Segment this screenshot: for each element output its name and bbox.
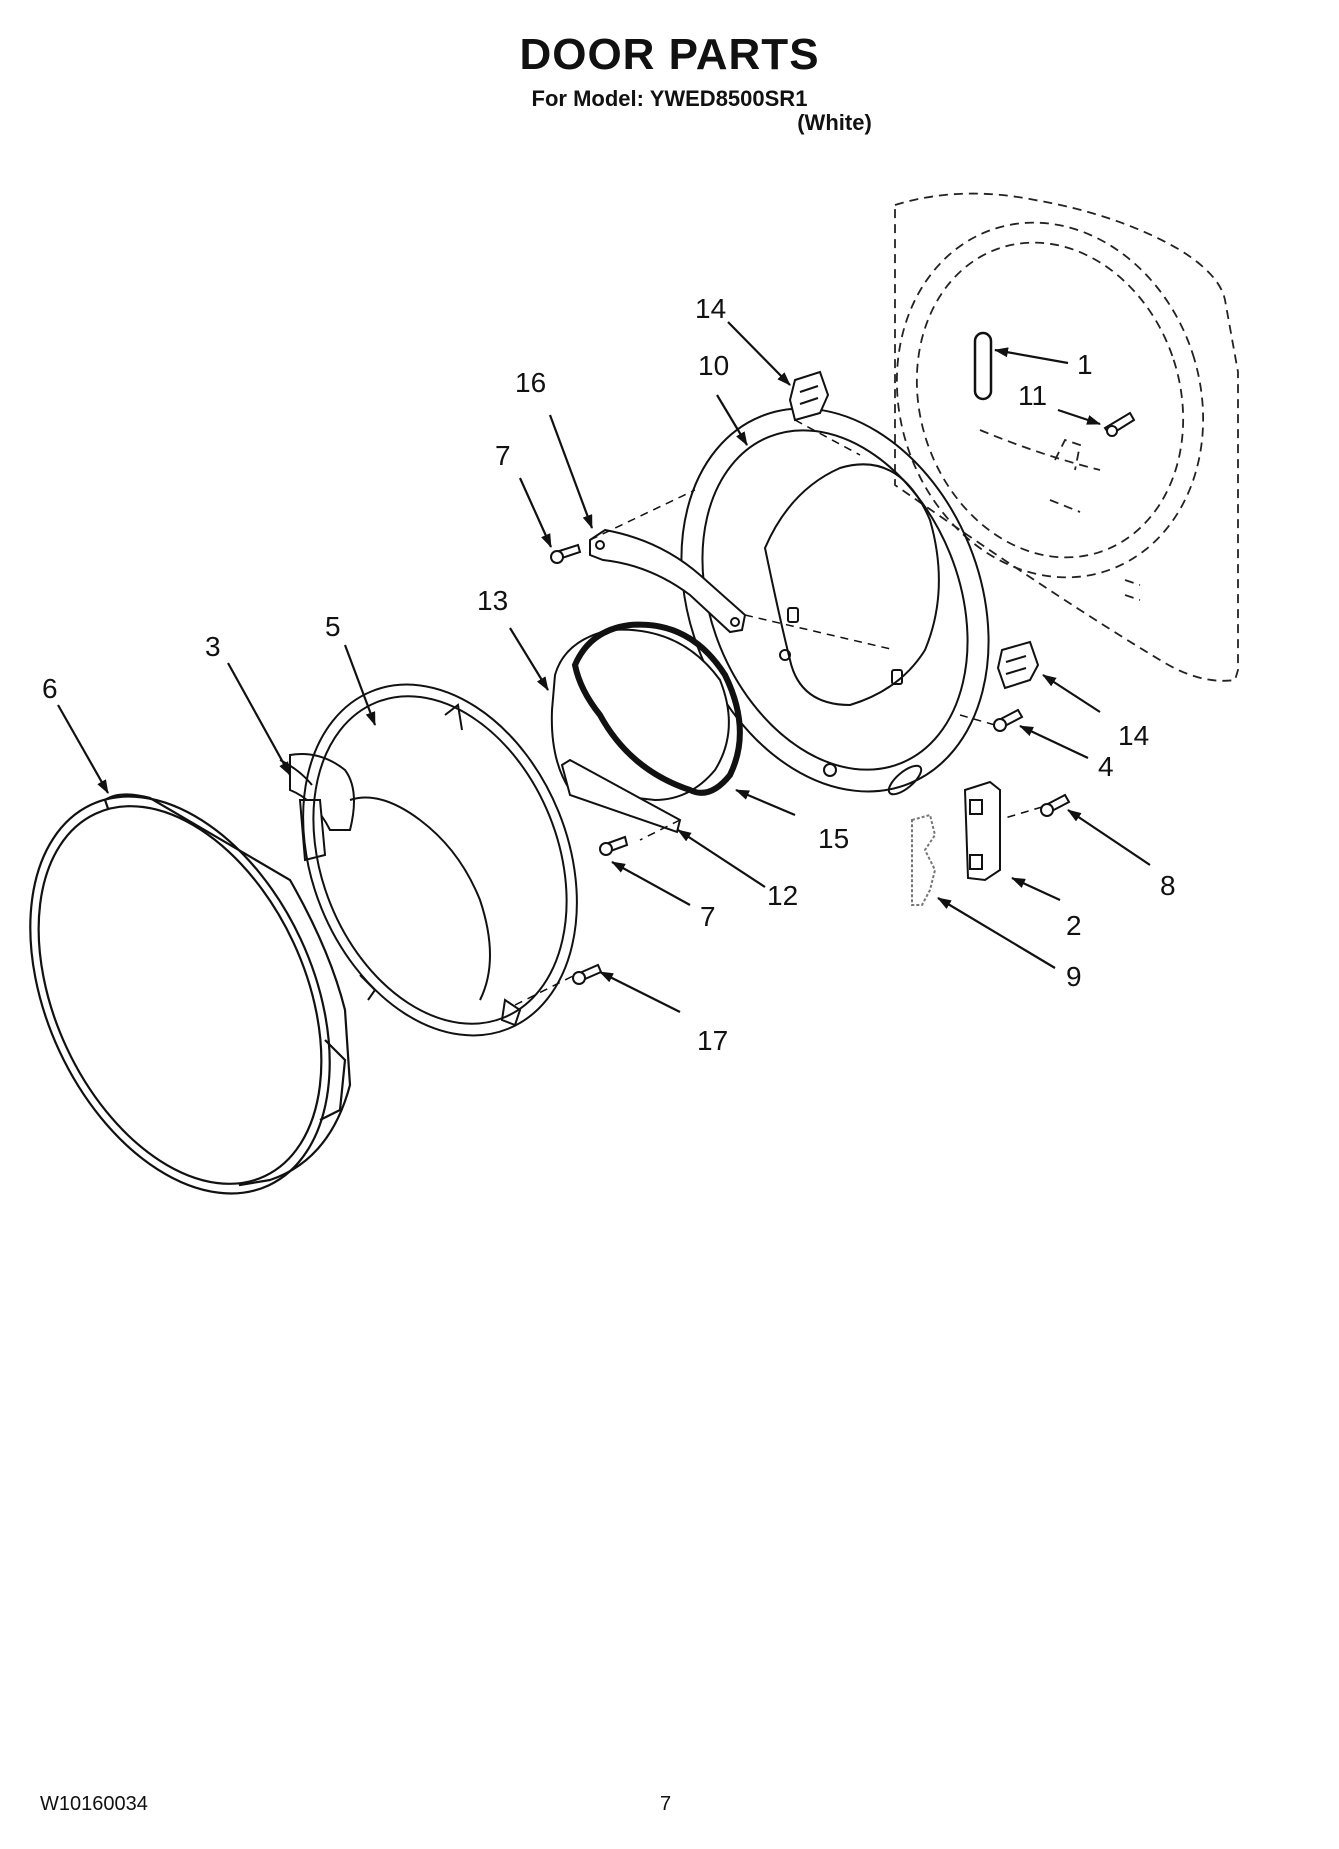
callout-9: 9 <box>1066 961 1082 992</box>
callout-11: 11 <box>1018 380 1047 411</box>
model-line: For Model: YWED8500SR1 <box>531 86 808 111</box>
page-number: 7 <box>660 1793 672 1815</box>
screw-7-lower <box>599 835 629 856</box>
hinge-brace <box>589 528 747 634</box>
callout-10: 10 <box>698 350 729 381</box>
callout-labels: 1 2 3 4 5 6 7 7 8 9 10 11 12 13 14 14 15… <box>42 293 1176 1056</box>
model-color: (White) <box>797 110 872 135</box>
door-catch-slot <box>973 331 993 401</box>
callout-3: 3 <box>205 631 221 662</box>
door-hinge <box>963 780 1001 882</box>
door-seal <box>571 621 743 796</box>
callout-8: 8 <box>1160 870 1176 901</box>
hinge-spacer <box>911 813 937 906</box>
callout-17: 17 <box>697 1025 728 1056</box>
callout-16: 16 <box>515 367 546 398</box>
screw-7-upper <box>550 543 582 564</box>
callout-arrows <box>57 321 1151 1013</box>
hinge-shield-top <box>788 370 830 422</box>
callout-14-lower: 14 <box>1118 720 1149 751</box>
callout-1: 1 <box>1077 349 1093 380</box>
callout-12: 12 <box>767 880 798 911</box>
callout-15: 15 <box>818 823 849 854</box>
screw-17 <box>572 963 603 985</box>
assembly-lines <box>514 419 1043 1006</box>
callout-5: 5 <box>325 611 341 642</box>
callout-6: 6 <box>42 673 58 704</box>
outer-door <box>29 793 352 1195</box>
inner-door-ring <box>680 407 990 796</box>
page-title: DOOR PARTS <box>519 30 820 79</box>
glass-bracket <box>560 758 682 834</box>
door-trim-ring <box>279 753 355 862</box>
callout-4: 4 <box>1098 751 1114 782</box>
cabinet-front-panel <box>894 192 1239 682</box>
callout-7-lower: 7 <box>700 901 716 932</box>
document-number: W10160034 <box>40 1793 148 1815</box>
callout-2: 2 <box>1066 910 1082 941</box>
cabinet-screw <box>1103 411 1136 437</box>
callout-13: 13 <box>477 585 508 616</box>
callout-7-upper: 7 <box>495 440 511 471</box>
callout-14-upper: 14 <box>695 293 726 324</box>
screw-8 <box>1040 793 1071 817</box>
screw-4 <box>993 708 1024 732</box>
hinge-shield-bottom <box>996 640 1040 690</box>
door-liner <box>302 683 578 1037</box>
